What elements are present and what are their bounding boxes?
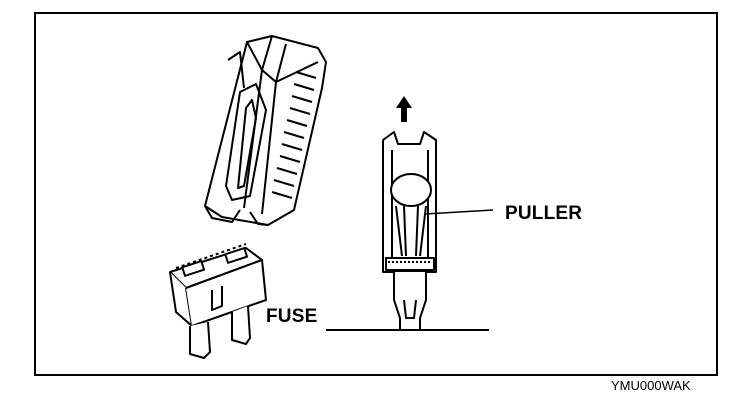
- puller-label: PULLER: [505, 203, 583, 224]
- puller-leader-line: [424, 209, 494, 215]
- fuse-blade-right: [231, 305, 251, 345]
- fuse-label: FUSE: [266, 306, 318, 327]
- figure-code: YMU000WAK: [611, 378, 691, 393]
- figure-frame: [34, 12, 718, 376]
- grip-ribs: [271, 70, 317, 200]
- up-arrow-icon: [396, 96, 412, 122]
- fuse-puller-angled: [204, 35, 327, 226]
- fuse-in-puller: [393, 272, 427, 331]
- blade-fuse: [169, 243, 267, 359]
- fuse-puller-vertical: [382, 131, 437, 273]
- fuse-blade-left: [189, 321, 211, 359]
